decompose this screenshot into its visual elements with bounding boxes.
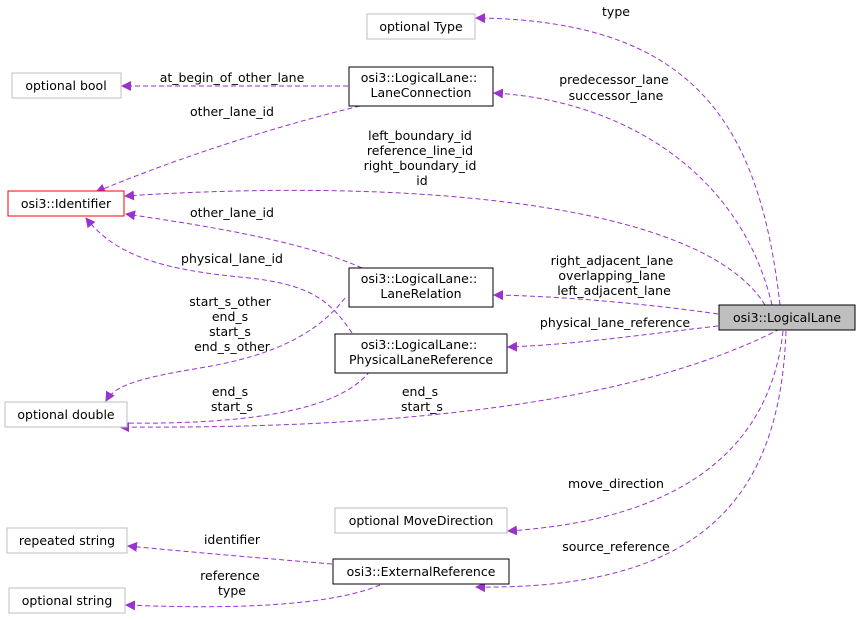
nodes: optional Type optional bool osi3::Logica… [4, 13, 856, 614]
label-lane-relation-doubles: end_s start_s [211, 384, 253, 414]
node-optional-double-label: optional double [17, 407, 115, 422]
node-optional-double[interactable]: optional double [4, 401, 128, 428]
node-physical-lane-reference-label-1: osi3::LogicalLane:: [361, 337, 477, 352]
node-external-reference-label: osi3::ExternalReference [347, 564, 496, 579]
node-repeated-string[interactable]: repeated string [6, 527, 128, 554]
edge-physical-lane-id [85, 217, 353, 334]
node-logical-lane[interactable]: osi3::LogicalLane [718, 304, 856, 331]
node-logical-lane-label: osi3::LogicalLane [733, 310, 841, 325]
svg-text:osi3::LogicalLane:: La: osi3::LogicalLane:: LaneConnection [361, 70, 481, 100]
edge-type [475, 13, 781, 306]
node-lane-relation[interactable]: osi3::LogicalLane:: LaneRelation [348, 267, 494, 308]
label-type: type [602, 4, 630, 19]
edge-source-reference [475, 330, 787, 593]
label-source-reference: source_reference [562, 539, 670, 554]
node-optional-string[interactable]: optional string [8, 587, 126, 614]
node-optional-bool-label: optional bool [25, 78, 106, 93]
edge-labels: type at_begin_of_other_lane predecessor_… [160, 4, 691, 598]
label-physical-lane-reference: physical_lane_reference [540, 315, 690, 330]
node-lane-connection-label-2: LaneConnection [371, 85, 472, 100]
label-adjacent-lanes: right_adjacent_lane overlapping_lane lef… [551, 253, 678, 298]
label-logical-lane-doubles: end_s start_s [401, 384, 443, 414]
label-predecessor-successor: predecessor_lane successor_lane [559, 72, 672, 103]
node-optional-bool[interactable]: optional bool [11, 72, 122, 99]
edge-logical-lane-doubles [119, 328, 781, 433]
edge-move-direction [507, 330, 784, 536]
edge-boundaries-id [124, 189, 766, 306]
label-identifier: identifier [204, 532, 261, 547]
edge-predecessor-successor [493, 88, 773, 306]
svg-text:osi3::LogicalLane:: Ph: osi3::LogicalLane:: PhysicalLaneReferenc… [349, 337, 493, 367]
edge-lane-relation-other-lane [125, 210, 363, 269]
edge-reference-type [125, 584, 381, 611]
edge-physical-lane-reference [507, 325, 719, 352]
edge-lane-relation-doubles [105, 297, 346, 402]
node-lane-connection[interactable]: osi3::LogicalLane:: LaneConnection [348, 66, 494, 107]
edge-adjacent-lanes [493, 290, 719, 315]
label-at-begin-of-other-lane: at_begin_of_other_lane [160, 70, 305, 85]
node-optional-move-direction-label: optional MoveDirection [349, 513, 494, 528]
node-optional-type[interactable]: optional Type [366, 13, 476, 40]
edge-identifier [127, 541, 333, 565]
label-lane-relation-other-lane: other_lane_id [190, 205, 274, 220]
label-reference-type: reference type [200, 568, 264, 598]
label-boundaries-id: left_boundary_id reference_line_id right… [364, 128, 481, 188]
node-physical-lane-reference-label-2: PhysicalLaneReference [349, 352, 493, 367]
node-lane-relation-label-1: osi3::LogicalLane:: [361, 271, 477, 286]
label-move-direction: move_direction [568, 476, 664, 491]
node-identifier-label: osi3::Identifier [21, 196, 112, 211]
edges [85, 13, 787, 611]
label-physical-lane-id: physical_lane_id [181, 251, 283, 266]
label-lane-connection-other-lane: other_lane_id [190, 104, 274, 119]
node-optional-string-label: optional string [22, 593, 113, 608]
svg-text:osi3::LogicalLane:: La: osi3::LogicalLane:: LaneRelation [361, 271, 481, 301]
node-lane-connection-label-1: osi3::LogicalLane:: [361, 70, 477, 85]
node-physical-lane-reference[interactable]: osi3::LogicalLane:: PhysicalLaneReferenc… [334, 333, 508, 374]
node-identifier[interactable]: osi3::Identifier [7, 190, 125, 217]
node-external-reference[interactable]: osi3::ExternalReference [332, 558, 510, 585]
node-repeated-string-label: repeated string [19, 533, 115, 548]
edge-lane-connection-other-lane [95, 105, 361, 194]
node-optional-type-label: optional Type [379, 19, 463, 34]
edge-physical-lane-reference-doubles [117, 370, 371, 429]
label-physical-lane-reference-doubles: start_s_other end_s start_s end_s_other [189, 294, 274, 354]
node-optional-move-direction[interactable]: optional MoveDirection [334, 507, 508, 534]
node-lane-relation-label-2: LaneRelation [380, 286, 461, 301]
